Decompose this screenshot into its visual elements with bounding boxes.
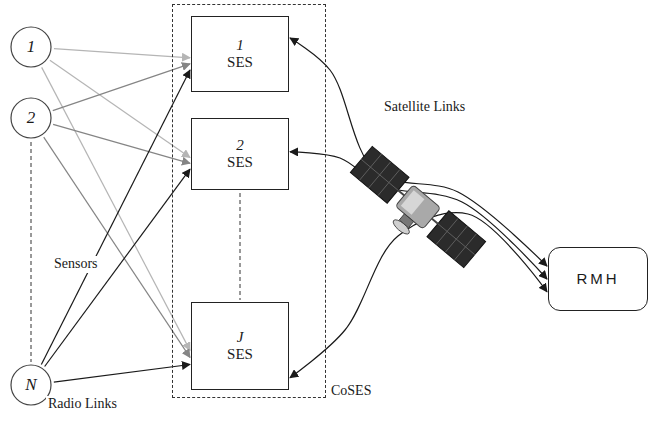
satellite-link xyxy=(290,213,547,378)
sensor-circle: 2 xyxy=(10,97,52,139)
satellite-link xyxy=(290,152,547,279)
node-content: 2 xyxy=(10,97,52,139)
radio-link xyxy=(42,67,190,350)
radio-link xyxy=(54,49,190,58)
sensor-circle: 1 xyxy=(10,26,52,68)
node-content: RMH xyxy=(549,248,647,310)
ses-label: SES xyxy=(227,54,253,71)
sensor-number: 2 xyxy=(27,108,36,128)
ses-label: SES xyxy=(227,346,253,363)
rmh-box: RMH xyxy=(548,247,648,311)
ses-number: 2 xyxy=(236,137,244,154)
ses-box: 1SES xyxy=(191,16,289,92)
ellipsis-line xyxy=(240,193,241,300)
radio-link xyxy=(54,364,190,382)
sensor-number: N xyxy=(25,375,36,395)
sensor-number: 1 xyxy=(27,37,36,57)
group-label: CoSES xyxy=(331,383,371,399)
ses-box: JSES xyxy=(191,302,289,390)
radio-link xyxy=(45,169,190,366)
satellite-link xyxy=(290,38,547,266)
coses-group: 1SES2SESJSESCoSES xyxy=(172,4,326,398)
link-label: Radio Links xyxy=(46,396,119,413)
radio-link xyxy=(53,124,190,163)
group-label: Sensors xyxy=(52,256,100,273)
radio-link xyxy=(53,64,190,111)
ellipsis-line xyxy=(31,142,32,362)
node-content: 1SES xyxy=(192,17,288,91)
radio-link xyxy=(41,70,190,365)
node-content: JSES xyxy=(192,303,288,389)
ses-number: 1 xyxy=(236,37,244,54)
ses-number: J xyxy=(237,329,244,346)
ses-label: SES xyxy=(227,154,253,171)
rmh-label: RMH xyxy=(576,270,619,287)
node-content: CoSES xyxy=(331,383,371,399)
node-content: 1 xyxy=(10,26,52,68)
link-label: Satellite Links xyxy=(382,99,467,116)
satellite-illustration xyxy=(342,146,486,277)
radio-link xyxy=(44,137,190,357)
node-content: 2SES xyxy=(192,119,288,189)
ses-box: 2SES xyxy=(191,118,289,190)
